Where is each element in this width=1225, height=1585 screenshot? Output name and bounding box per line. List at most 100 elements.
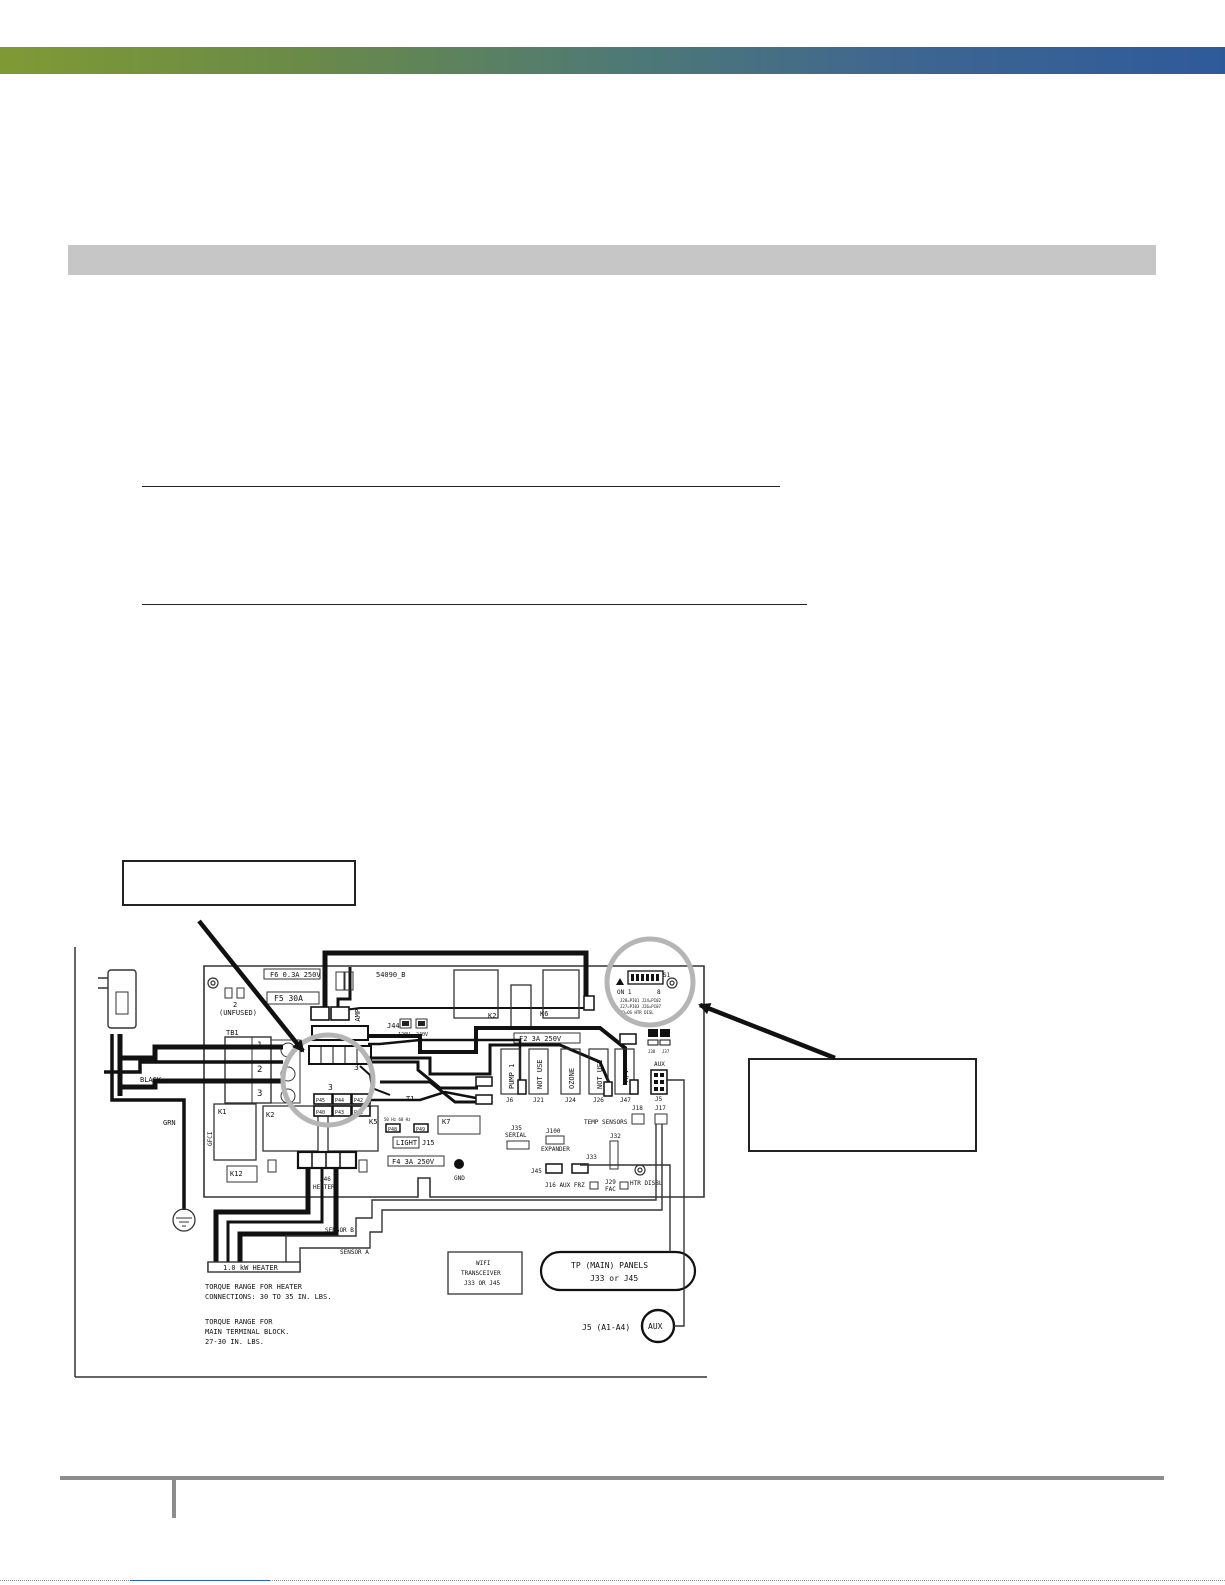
sensor-b-label: SENSOR B	[325, 1227, 354, 1234]
j32-label: J32	[610, 1133, 621, 1140]
footer-divider-tick	[172, 1478, 176, 1518]
footer-rule	[60, 1476, 1164, 1480]
j26-label: J26	[593, 1097, 604, 1104]
aux-circle-label: AUX	[648, 1322, 663, 1331]
p40-label: P40	[316, 1110, 325, 1116]
j5-label: J5	[655, 1096, 663, 1103]
unfused-label: (UNFUSED)	[219, 1009, 257, 1017]
sensor-a-label: SENSOR A	[340, 1249, 369, 1256]
expander-label: EXPANDER	[541, 1146, 570, 1153]
heater-connector-j46	[296, 1150, 358, 1170]
wire-black-label: BLACK	[140, 1076, 162, 1084]
torque-block-line-1: TORQUE RANGE FOR	[205, 1318, 273, 1326]
j24-label: J24	[565, 1097, 576, 1104]
gnd-label: GND	[454, 1175, 465, 1182]
wifi-transceiver-box	[447, 1251, 523, 1295]
arrow-to-power-terminal	[197, 919, 305, 1053]
torque-block-line-3: 27-30 IN. LBS.	[205, 1338, 264, 1346]
p45-label: P45	[316, 1098, 325, 1104]
switch-note-1: J28=PI01 J24=PI02	[620, 998, 662, 1003]
fill-in-line-2	[142, 604, 807, 605]
terminal-block-tb1	[224, 1036, 272, 1104]
relay-k6-label: K6	[540, 1010, 548, 1018]
torque-heater-line-2: CONNECTIONS: 30 TO 35 IN. LBS.	[205, 1293, 331, 1301]
fuse-f4-label: F4 3A 250V	[392, 1158, 435, 1166]
j33-label: J33	[586, 1154, 597, 1161]
switch-on-label: ON 1	[617, 989, 632, 996]
board-id-label: 54090_B	[376, 971, 406, 979]
tp-panels-line-1: TP (MAIN) PANELS	[571, 1261, 648, 1270]
fuse-f6-label: F6 0.3A 250V	[270, 971, 321, 979]
tp-panels-pill	[539, 1250, 697, 1292]
control-board-outline	[203, 965, 705, 1198]
gfci-label: GFCI	[207, 1131, 214, 1146]
j100-label: J100	[546, 1128, 561, 1135]
j6-label: J6	[506, 1097, 514, 1104]
tb1-label: TB1	[226, 1029, 239, 1037]
aux-header-j5	[650, 1069, 668, 1095]
p43-label: P43	[335, 1110, 344, 1116]
callout-box-right	[748, 1058, 977, 1152]
light-label: LIGHT	[396, 1139, 418, 1147]
av-label: A/V	[622, 1069, 630, 1082]
footer-dotted-rule	[0, 1580, 1225, 1581]
header-color-bar	[0, 47, 1225, 74]
relay-k5-label: K5	[369, 1118, 377, 1126]
fuse-f6	[263, 968, 321, 980]
board-number-3a: 3	[354, 1063, 359, 1072]
top-loop-wire	[322, 950, 589, 1010]
callout-box-left	[122, 860, 356, 906]
j38-label: J38	[648, 1049, 656, 1054]
tb1-position-3: 3	[257, 1089, 262, 1099]
switch-note-3: TO=OS HTR DISL	[620, 1010, 654, 1015]
j29-label: J29	[605, 1179, 616, 1186]
heater-element	[207, 1261, 301, 1273]
wifi-line-2: TRANSCEIVER	[461, 1270, 501, 1277]
unfused-number: 2	[233, 1001, 237, 1009]
highlight-circle-switch	[604, 936, 696, 1028]
j47-label: J47	[620, 1097, 631, 1104]
torque-block-line-2: MAIN TERMINAL BLOCK.	[205, 1328, 289, 1336]
footer-link-underline	[130, 1580, 270, 1581]
fac-label: FAC	[605, 1186, 616, 1193]
aux-header-label: AUX	[654, 1061, 665, 1068]
wire-grn-label: GRN	[163, 1119, 176, 1127]
diagram-frame	[74, 947, 707, 1378]
aux-row-label: J5 (A1-A4)	[582, 1323, 630, 1332]
p48-label: P48	[388, 1127, 397, 1133]
j16-aux-frz-label: J16 AUX FRZ	[545, 1182, 585, 1189]
p42-label: P42	[354, 1098, 363, 1104]
fuse-f2-label: F2 3A 250V	[519, 1035, 562, 1043]
htr-disbl-label: HTR DISBL	[630, 1180, 663, 1187]
frequency-label: 50 Hz 60 Hz	[384, 1117, 411, 1122]
j15-label: J15	[422, 1139, 435, 1147]
p49-label: P49	[416, 1127, 425, 1133]
fuse-f5-label: F5 30A	[274, 994, 303, 1003]
relay-k2-top-label: K2	[488, 1012, 496, 1020]
switch-s1-label: S1	[663, 972, 671, 979]
j17-label: J17	[655, 1105, 666, 1112]
ground-symbol	[172, 1208, 196, 1232]
j44-label: J44	[387, 1022, 400, 1030]
relay-k7-label: K7	[442, 1118, 450, 1126]
relay-k12-label: K12	[230, 1170, 243, 1178]
tp-panels-line-2: J33 or J45	[590, 1274, 638, 1283]
arrow-to-dip-switch	[698, 1002, 836, 1061]
temp-sensors-label: TEMP SENSORS	[584, 1119, 628, 1126]
pump1-label: PUMP 1	[508, 1064, 516, 1089]
tb1-position-2: 2	[257, 1065, 262, 1075]
wifi-line-3: J33 OR J45	[464, 1280, 501, 1287]
section-heading-bar	[68, 245, 1156, 275]
j37-label: J37	[662, 1049, 670, 1054]
component-headers	[500, 1048, 635, 1095]
j18-label: J18	[632, 1105, 643, 1112]
j46-label: J46	[320, 1176, 331, 1183]
one-amp-label: 1 AMP	[354, 1009, 362, 1030]
power-connectors	[308, 1006, 372, 1065]
switch-number-label: 8	[657, 989, 661, 996]
heater-element-label: 1.0 kW HEATER	[223, 1264, 279, 1272]
j45-label: J45	[531, 1168, 542, 1175]
wifi-line-1: WIFI	[476, 1260, 491, 1267]
j35-label: J35	[511, 1125, 522, 1132]
